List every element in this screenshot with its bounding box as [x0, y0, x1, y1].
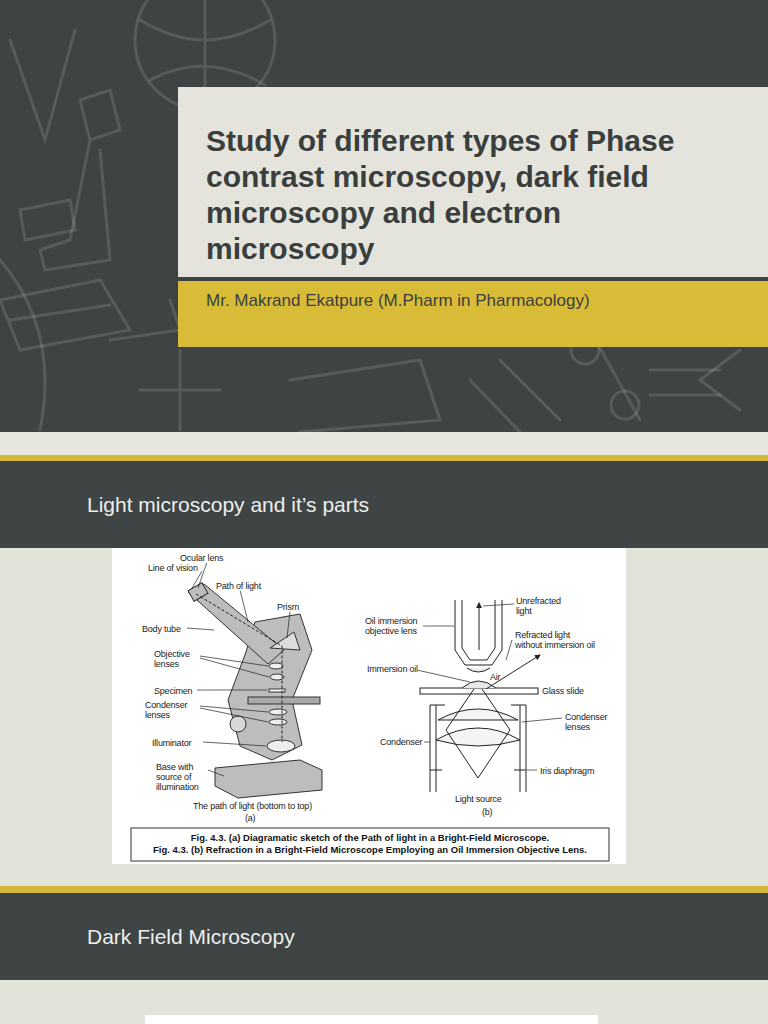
part-label: Unrefracted light: [516, 596, 560, 616]
caption-frame: [131, 828, 609, 861]
drawing-stroke: [269, 719, 287, 725]
drawing-stroke: [506, 640, 512, 660]
drawing-stroke: [203, 742, 266, 746]
drawing-stroke: [422, 626, 454, 627]
part-label: Objective lenses: [154, 649, 198, 669]
drawing-stroke: [446, 689, 510, 778]
part-label: Iris diaphragm: [540, 766, 594, 776]
drawing-stroke: [527, 770, 537, 771]
text-block: Fig. 4.3. (a) Diagramatic sketch of the …: [137, 832, 603, 844]
drawing-stroke: [424, 742, 430, 743]
drawing-stroke: [470, 360, 560, 432]
oil-immersion-sketch: [420, 600, 540, 792]
part-label: Condenser lenses: [145, 700, 197, 720]
drawing-stroke: [438, 709, 518, 720]
drawing-stroke: [420, 688, 538, 694]
part-label: Immersion oil: [367, 664, 418, 674]
leader-lines-a: [187, 562, 290, 776]
drawing-stroke: [700, 350, 740, 410]
drawing-stroke: [110, 300, 180, 340]
slide-header: Light microscopy and it’s parts: [0, 461, 768, 548]
drawing-stroke: [240, 590, 248, 622]
text-block: Fig. 4.3. (b) Refraction in a Bright-Fie…: [137, 844, 603, 856]
drawing-stroke: [0, 0, 768, 432]
part-label: Condenser: [380, 737, 422, 747]
drawing-stroke: [200, 706, 268, 722]
drawing-stroke: [462, 681, 496, 688]
drawing-stroke: [40, 90, 120, 270]
title-box: Study of different types of Phase contra…: [178, 87, 768, 277]
part-label: Oil immersion objective lens: [365, 616, 423, 636]
drawing-stroke: [479, 603, 480, 650]
drawing-stroke: [145, 1015, 598, 1024]
drawing-stroke: [462, 600, 495, 660]
drawing-stroke: [188, 583, 208, 601]
part-label: (a): [245, 813, 255, 823]
drawing-stroke: [522, 718, 562, 722]
drawing-stroke: [269, 663, 283, 669]
text-block: Study of different types of Phase contra…: [206, 123, 736, 267]
part-label: Condenser lenses: [565, 712, 611, 732]
part-label: The path of light (bottom to top): [193, 801, 312, 811]
drawing-stroke: [208, 770, 224, 776]
drawing-stroke: [267, 740, 295, 752]
part-label: Specimen: [154, 686, 192, 696]
drawing-stroke: [215, 760, 322, 798]
drawing-stroke: [248, 697, 320, 704]
part-label: Light source: [455, 794, 502, 804]
drawing-stroke: [140, 350, 220, 430]
drawing-stroke: [269, 689, 285, 692]
drawing-stroke: [611, 391, 639, 419]
drawing-stroke: [287, 611, 290, 638]
drawing-stroke: [436, 728, 520, 746]
drawing-stroke: [10, 30, 75, 140]
author-band: Mr. Makrand Ekatpure (M.Pharm in Pharmac…: [178, 281, 768, 347]
text-block: Mr. Makrand Ekatpure (M.Pharm in Pharmac…: [206, 290, 748, 312]
part-label: Body tube: [142, 624, 181, 634]
drawing-stroke: [192, 571, 202, 588]
drawing-stroke: [483, 604, 514, 606]
part-label: Air: [490, 672, 500, 682]
drawing-stroke: [455, 600, 502, 665]
part-label: Line of vision: [148, 563, 200, 573]
drawing-stroke: [0, 461, 768, 548]
drawing-stroke: [197, 690, 267, 691]
part-label: Illuminator: [152, 738, 191, 748]
part-label: (b): [482, 807, 492, 817]
drawing-stroke: [187, 628, 214, 630]
part-label: Refracted light without immersion oil: [515, 630, 595, 650]
drawing-stroke: [269, 709, 287, 715]
text-block: Dark Field Microscopy: [87, 924, 748, 950]
part-label: Glass slide: [542, 686, 584, 696]
drawing-stroke: [486, 655, 540, 689]
drawing-stroke: [230, 716, 246, 732]
drawing-stroke: [0, 886, 768, 893]
drawing-stroke: [0, 455, 768, 461]
part-label: Prism: [277, 602, 299, 612]
text-block: Light microscopy and it’s parts: [87, 492, 748, 518]
leader-lines-b: [408, 604, 562, 770]
drawing-stroke: [0, 548, 768, 886]
part-label: Base with source of illumination: [156, 762, 208, 792]
figure-caption: Fig. 4.3. (a) Diagramatic sketch of the …: [131, 828, 609, 861]
drawing-stroke: [430, 770, 526, 771]
bright-field-microscope: [188, 583, 322, 798]
slide-header: Dark Field Microscopy: [0, 893, 768, 980]
part-label: Ocular lens: [180, 553, 223, 563]
drawing-stroke: [0, 893, 768, 980]
drawing-stroke: [290, 360, 440, 432]
drawing-stroke: [467, 668, 490, 672]
drawing-stroke: [430, 705, 526, 792]
drawing-stroke: [112, 548, 626, 864]
drawing-stroke: [200, 656, 269, 677]
light-path: [196, 594, 282, 742]
part-label: Path of light: [216, 581, 261, 591]
